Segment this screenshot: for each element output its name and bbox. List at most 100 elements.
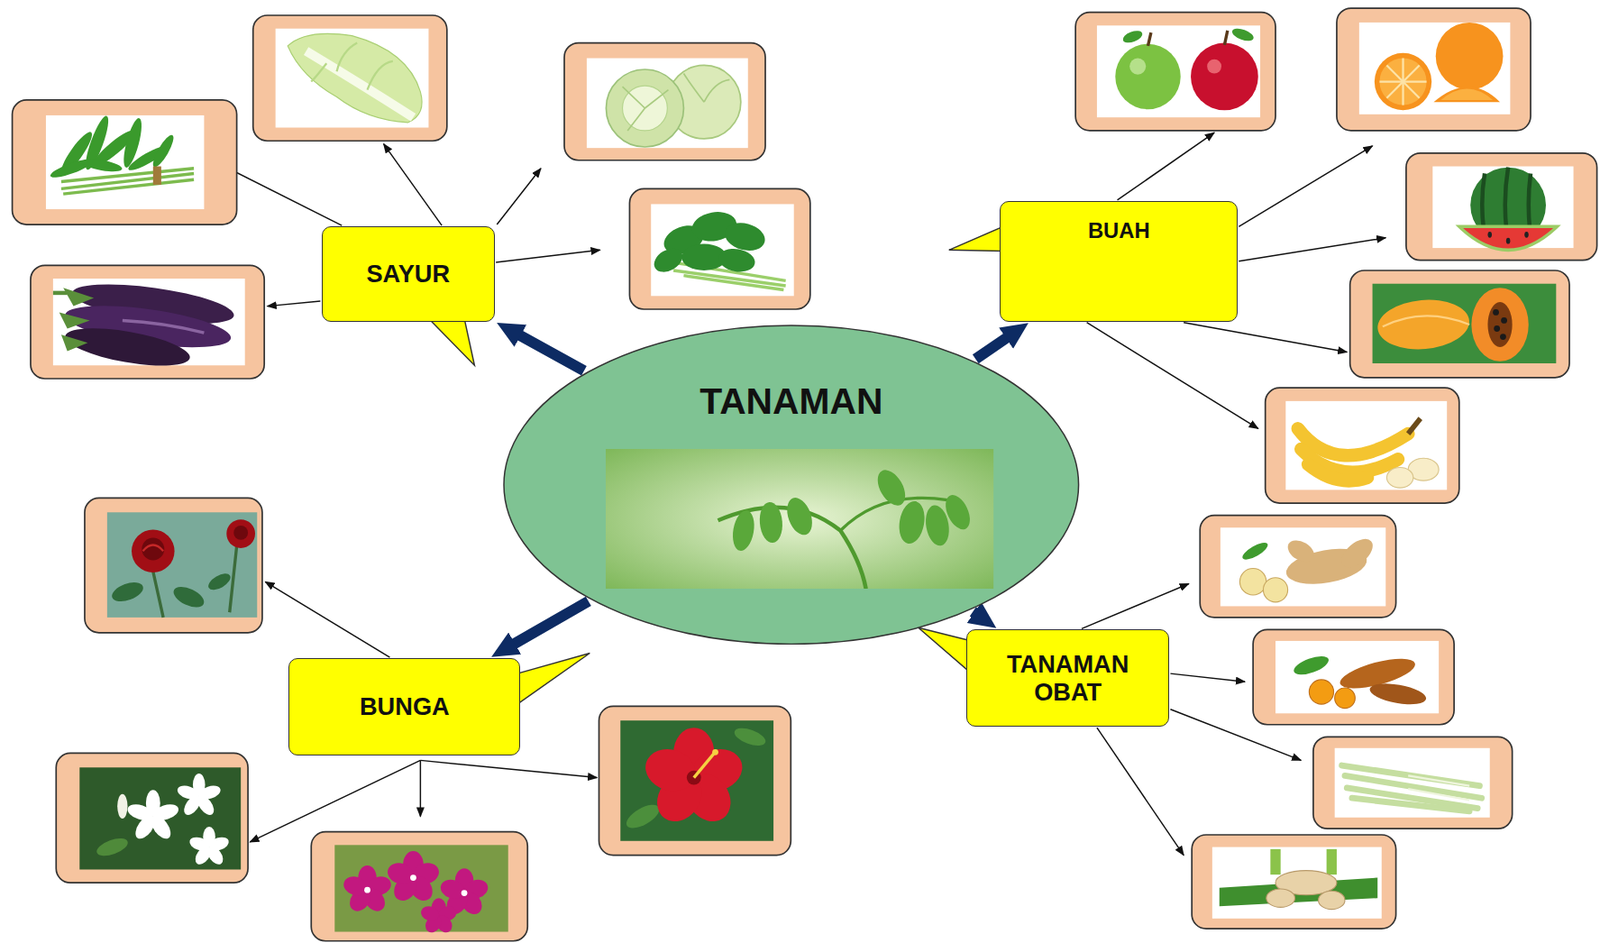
picture-jeruk	[1336, 8, 1531, 131]
category-callout: SAYUR	[321, 226, 495, 321]
picture-apel	[1121, 28, 1144, 46]
picture-jahe	[1199, 515, 1396, 618]
node-label: TANAMAN OBAT	[991, 649, 1145, 707]
picture-mawar	[107, 512, 257, 618]
picture-melati	[55, 752, 248, 883]
picture-melati	[175, 783, 202, 803]
picture-serai	[1408, 775, 1470, 786]
picture-jahe	[1262, 577, 1288, 603]
category-callout: BUNGA	[288, 658, 521, 756]
picture-terong	[63, 287, 94, 306]
picture-kembang-sepatu	[620, 720, 774, 842]
picture-lengkuas	[1270, 849, 1280, 875]
picture-pisang	[1285, 401, 1447, 490]
picture-serai	[1342, 765, 1482, 812]
picture-kangkung	[12, 100, 238, 225]
block-arrow	[508, 601, 589, 648]
category-callout: TANAMAN OBAT	[966, 629, 1170, 727]
sprout-picture	[872, 465, 912, 511]
leader-line	[1117, 132, 1216, 201]
picture-anggrek	[341, 850, 492, 936]
sprout-picture	[730, 508, 758, 553]
picture-kembang-sepatu	[598, 705, 791, 855]
picture-pepaya	[1471, 287, 1528, 362]
picture-anggrek	[334, 844, 508, 932]
picture-pepaya	[1372, 283, 1557, 364]
picture-kubis	[586, 58, 749, 149]
picture-mawar	[205, 570, 233, 594]
picture-serai	[1408, 775, 1470, 800]
picture-pisang	[1265, 387, 1460, 503]
picture-anggrek	[364, 886, 371, 894]
picture-jahe	[1284, 536, 1319, 567]
callout-tail	[918, 627, 972, 674]
picture-jeruk	[1433, 86, 1500, 102]
picture-anggrek	[310, 832, 528, 942]
picture-pepaya	[1500, 317, 1508, 324]
picture-lengkuas	[1326, 849, 1337, 875]
picture-jeruk	[1379, 58, 1427, 106]
picture-bayam	[716, 246, 757, 275]
picture-kunyit	[1275, 640, 1439, 714]
picture-kangkung	[149, 132, 177, 170]
picture-kunyit	[1252, 629, 1454, 724]
picture-kembang-sepatu	[622, 800, 663, 833]
picture-bayam	[649, 243, 687, 277]
leader-line	[1170, 673, 1245, 682]
picture-melati	[187, 826, 230, 868]
picture-melati	[125, 789, 181, 842]
picture-anggrek	[410, 874, 417, 881]
sprout-picture	[782, 493, 817, 539]
picture-semangka	[1487, 231, 1492, 238]
leader-line	[495, 249, 600, 263]
picture-kubis	[564, 43, 766, 161]
picture-pisang	[1265, 387, 1460, 503]
picture-anggrek	[419, 904, 441, 924]
picture-mawar	[141, 538, 165, 561]
picture-pepaya	[1493, 325, 1500, 332]
picture-kangkung	[61, 168, 194, 194]
picture-kembang-sepatu	[598, 705, 791, 855]
picture-jeruk	[1435, 22, 1504, 91]
leader-line	[267, 301, 321, 307]
leader-line	[1183, 322, 1347, 353]
picture-apel	[1129, 58, 1146, 75]
picture-terong	[122, 320, 205, 333]
picture-bayam	[649, 208, 768, 277]
picture-mawar	[109, 578, 146, 605]
leader-line	[1238, 237, 1386, 262]
sprout-picture	[941, 491, 976, 534]
picture-lengkuas	[1212, 847, 1382, 919]
picture-pepaya	[1382, 315, 1470, 327]
picture-serai	[1313, 736, 1513, 829]
picture-melati	[94, 834, 130, 860]
picture-kunyit	[1334, 687, 1356, 709]
picture-anggrek	[384, 859, 417, 888]
picture-anggrek	[438, 876, 467, 902]
picture-lengkuas	[1318, 890, 1345, 909]
picture-kangkung	[12, 100, 238, 225]
leader-line	[496, 168, 541, 225]
picture-jeruk	[1386, 64, 1419, 98]
callout-tail	[517, 652, 590, 704]
picture-terong	[53, 291, 68, 296]
picture-jeruk	[1374, 53, 1432, 110]
picture-pisang	[1408, 418, 1421, 434]
callout-tail	[428, 318, 475, 366]
node-label: BUAH	[1088, 218, 1151, 243]
picture-semangka	[1406, 153, 1598, 261]
picture-kunyit	[1252, 629, 1454, 724]
picture-serai	[1408, 788, 1470, 800]
picture-melati	[55, 752, 248, 883]
picture-jahe	[1220, 527, 1386, 606]
sprout-picture	[605, 448, 994, 589]
picture-mawar	[109, 570, 233, 613]
picture-semangka	[1487, 231, 1528, 245]
block-arrow	[975, 334, 1012, 360]
picture-semangka	[1524, 231, 1529, 238]
picture-serai	[1334, 748, 1491, 818]
picture-anggrek	[461, 889, 468, 896]
picture-kubis	[564, 43, 766, 161]
picture-melati	[117, 794, 128, 819]
picture-terong	[53, 287, 94, 351]
